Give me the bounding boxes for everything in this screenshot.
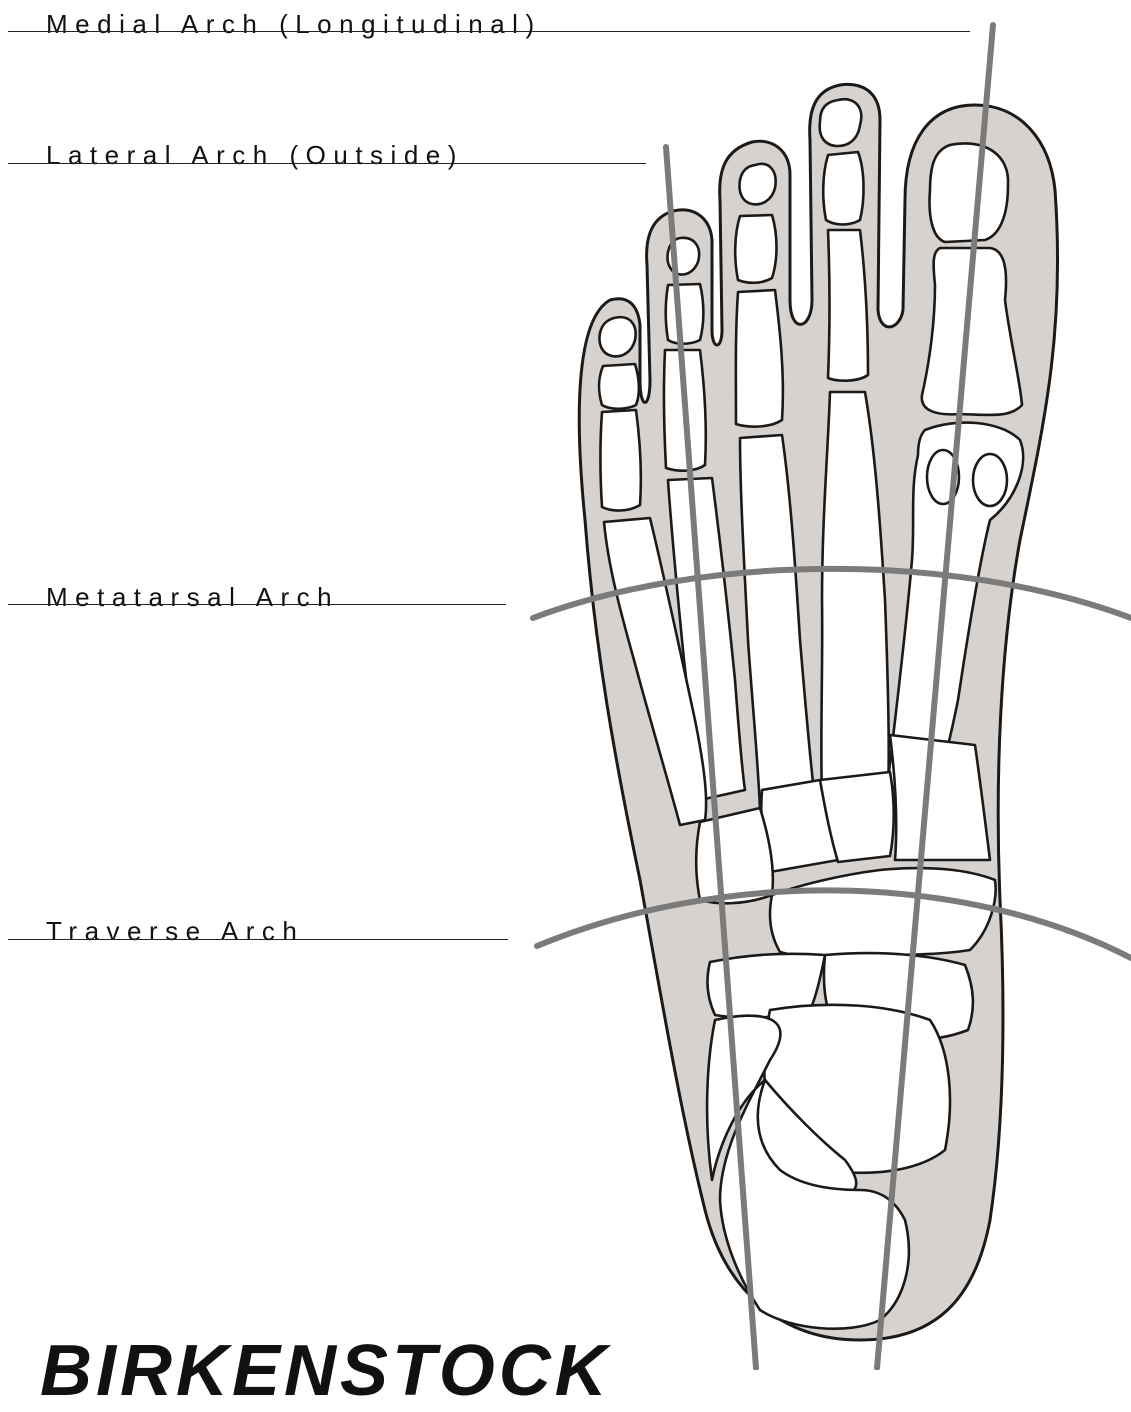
foot-skeleton-diagram (0, 0, 1131, 1370)
brand-logo: BIRKENSTOCK (40, 1330, 611, 1412)
